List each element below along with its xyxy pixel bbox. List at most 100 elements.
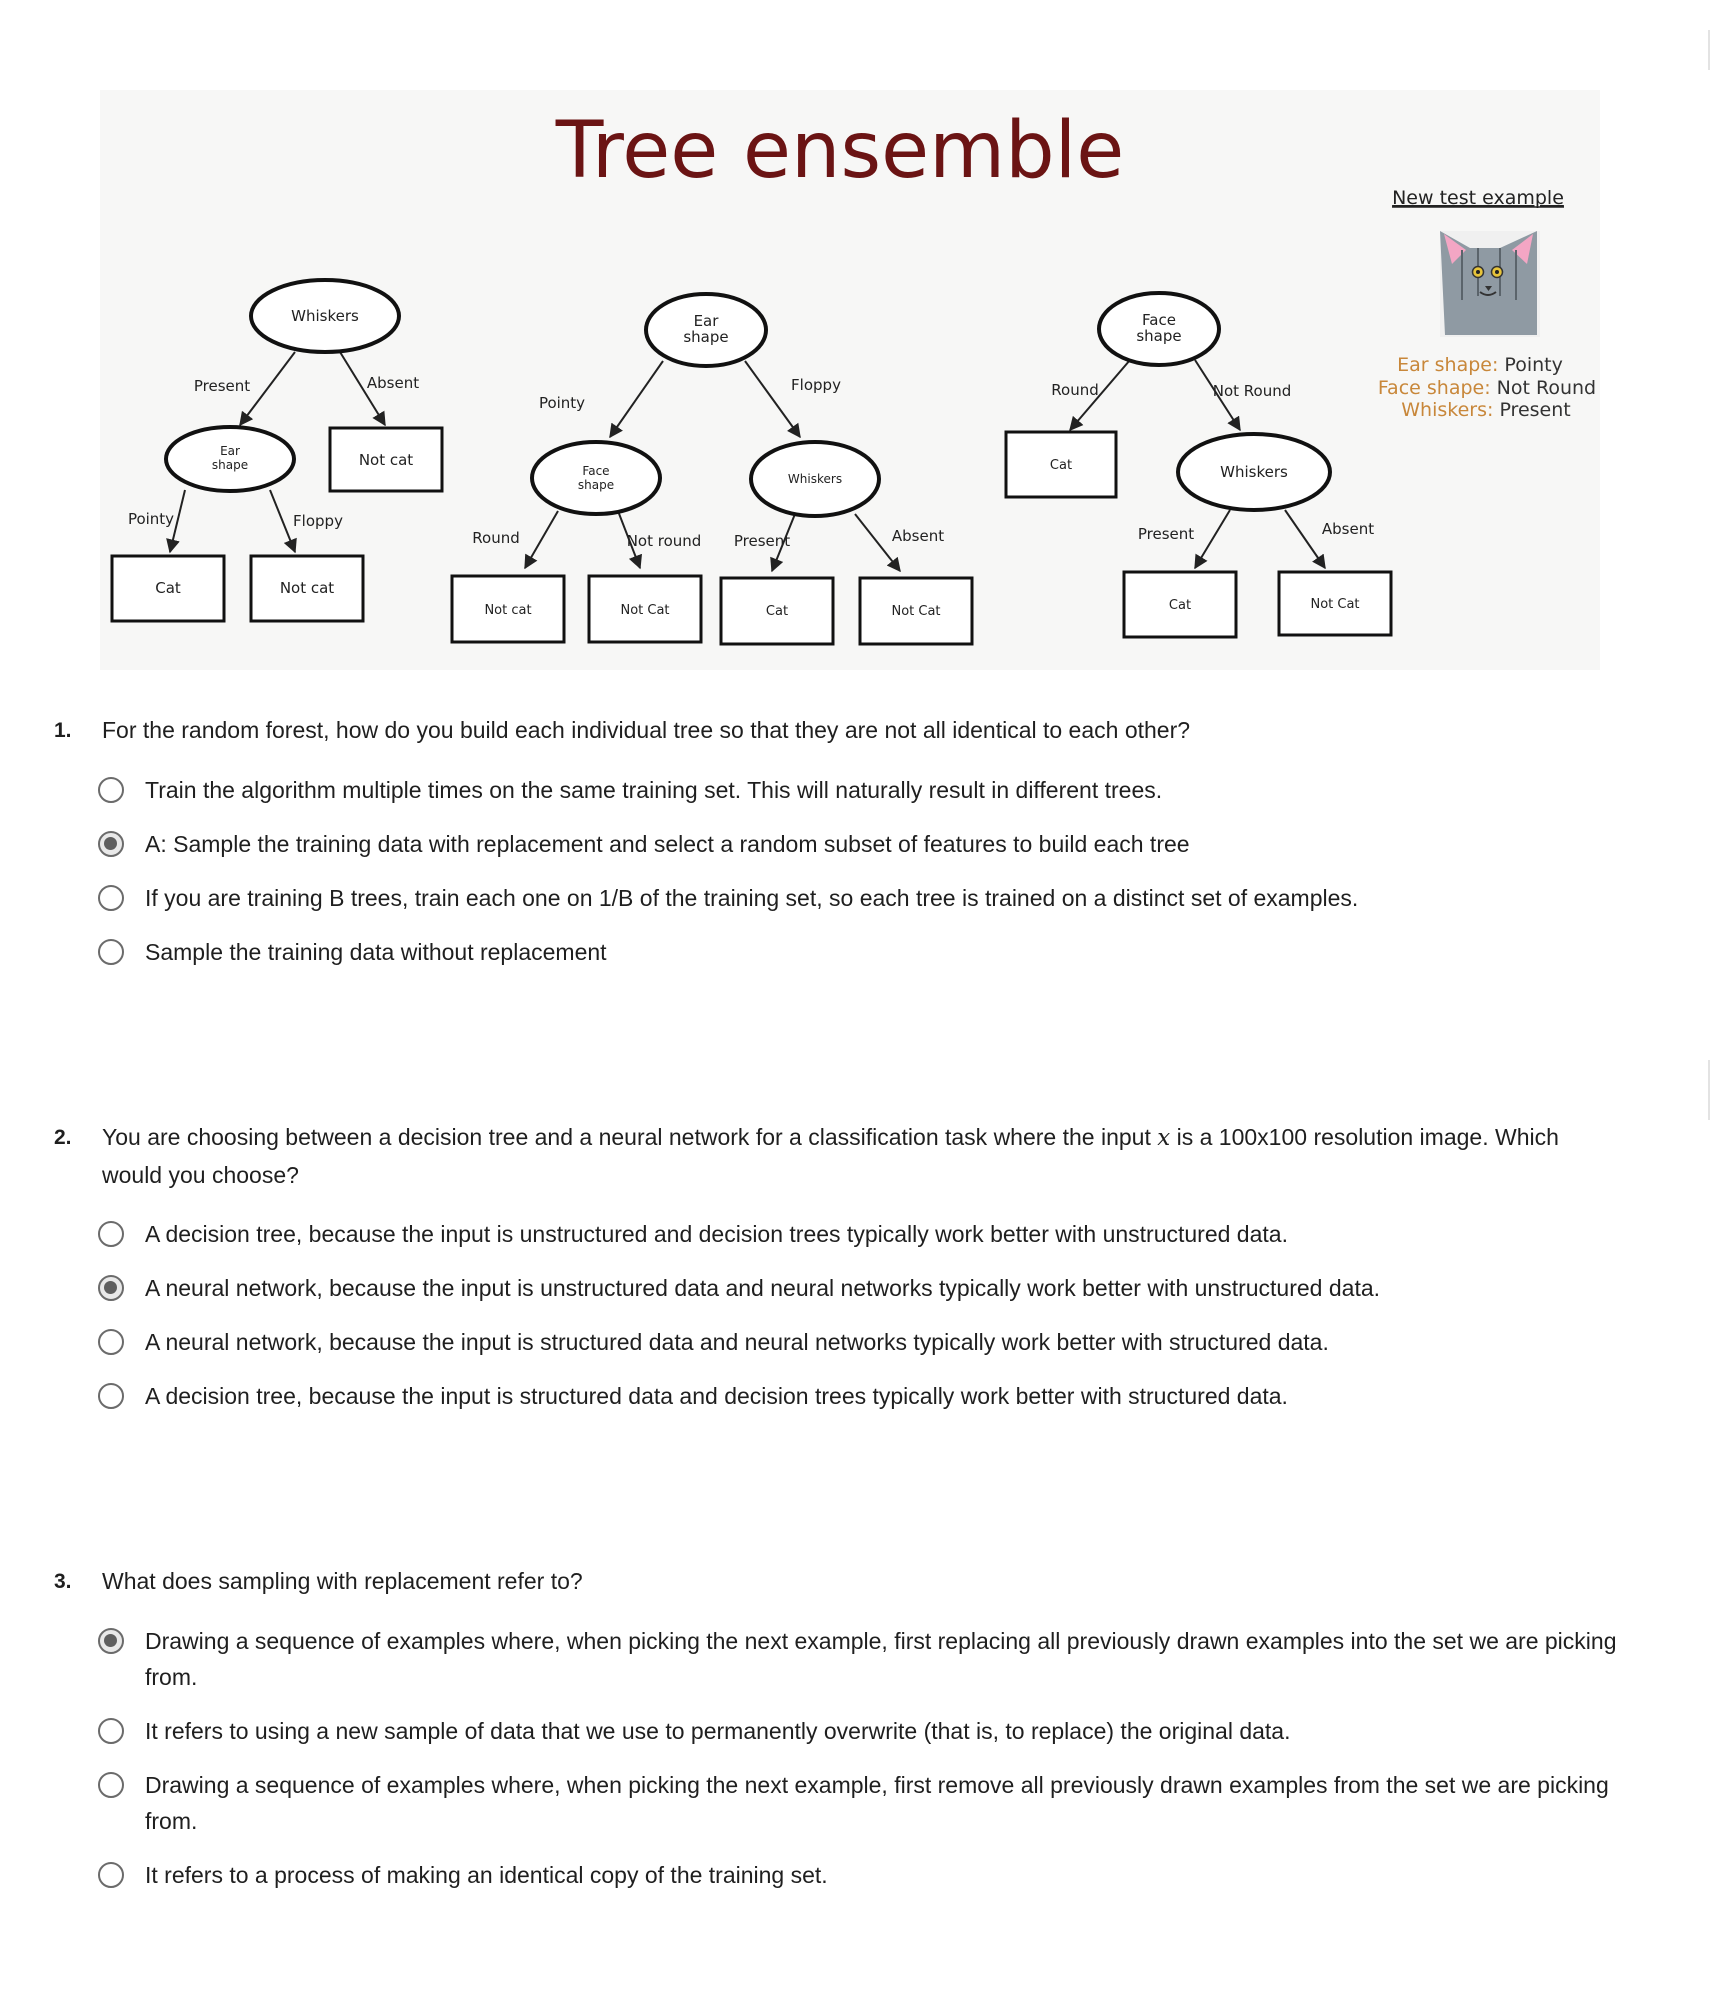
tree1-right-leaf-label: Not cat: [359, 451, 413, 469]
option-label: A decision tree, because the input is st…: [145, 1383, 1288, 1409]
tree3-root-node: [1097, 291, 1221, 367]
figure-title: Tree ensemble: [555, 106, 1125, 196]
feature-value-face: Not Round: [1497, 377, 1596, 399]
tree1-root-label: Whiskers: [291, 307, 359, 325]
cat-illustration-icon: [1440, 231, 1540, 337]
radio-button-selected[interactable]: [98, 831, 124, 857]
radio-button[interactable]: [98, 1329, 124, 1355]
option-label: Drawing a sequence of examples where, wh…: [145, 1772, 1609, 1834]
tree2-right-node-label: Whiskers: [788, 472, 842, 486]
tree3-cat-leaf: [1004, 430, 1118, 499]
tree2-left-node-right-branch: Not round: [627, 532, 702, 550]
radio-button-selected[interactable]: [98, 1628, 124, 1654]
tree1-left-branch: Present: [194, 377, 250, 395]
scrollbar-edge: [1708, 30, 1710, 70]
tree2-left-branch: Pointy: [539, 394, 585, 412]
radio-button[interactable]: [98, 1718, 124, 1744]
tree2-leaf-3: [719, 576, 835, 646]
option-label: A: Sample the training data with replace…: [145, 831, 1190, 857]
radio-button-selected[interactable]: [98, 1275, 124, 1301]
radio-button[interactable]: [98, 939, 124, 965]
radio-button[interactable]: [98, 1772, 124, 1798]
question-number: 1.: [54, 719, 72, 742]
question-text-part: You are choosing between a decision tree…: [102, 1124, 1158, 1150]
feature-name-ear: Ear shape:: [1397, 354, 1498, 376]
tree2-leaf-2-label: Not Cat: [620, 603, 669, 618]
tree3-right-node: [1176, 432, 1332, 512]
option-label: A decision tree, because the input is un…: [145, 1221, 1288, 1247]
feature-line-face: Face shape: Not Round: [1378, 377, 1596, 399]
option-label: A neural network, because the input is s…: [145, 1329, 1329, 1355]
tree1-cat-leaf: [110, 554, 226, 623]
tree3-right-node-left-branch: Present: [1138, 525, 1194, 543]
tree3-cat-leaf-2-label: Cat: [1169, 598, 1191, 613]
tree1-right-leaf: [328, 426, 444, 493]
test-example-panel: New test example Ear shape: P: [1378, 187, 1596, 421]
tree-ensemble-figure: Tree ensemble Whiskers Present Absent No…: [0, 0, 1710, 680]
tree2-right-node-left-branch: Present: [734, 532, 790, 550]
tree2-right-node: [749, 440, 881, 518]
tree2-root-node: [644, 292, 768, 368]
tree1-left-node: [164, 425, 296, 493]
tree3-cat-leaf-label: Cat: [1050, 458, 1072, 473]
feature-value-ear: Pointy: [1504, 354, 1562, 376]
option-label: Train the algorithm multiple times on th…: [145, 777, 1163, 803]
tree3-right-node-label: Whiskers: [1220, 463, 1288, 481]
question-number: 2.: [54, 1126, 72, 1149]
tree2-leaf-1-label: Not cat: [484, 603, 531, 618]
option-label: A neural network, because the input is u…: [145, 1275, 1381, 1301]
tree-diagram: Tree ensemble Whiskers Present Absent No…: [110, 106, 1596, 646]
radio-button[interactable]: [98, 1383, 124, 1409]
scrollbar-edge-2: [1708, 1060, 1710, 1120]
radio-button[interactable]: [98, 885, 124, 911]
option-label: It refers to using a new sample of data …: [145, 1718, 1291, 1744]
tree2-leaf-4: [858, 576, 974, 646]
option-label: If you are training B trees, train each …: [145, 885, 1359, 911]
feature-value-whiskers: Present: [1499, 399, 1570, 421]
tree3-not-cat-leaf: [1277, 570, 1393, 637]
feature-name-face: Face shape:: [1378, 377, 1491, 399]
tree1-not-cat-leaf-label: Not cat: [280, 579, 334, 597]
radio-button[interactable]: [98, 777, 124, 803]
tree2-right-branch: Floppy: [791, 376, 841, 394]
math-variable: x: [1157, 1125, 1171, 1151]
tree2-right-node-right-branch: Absent: [892, 527, 944, 545]
question-text: What does sampling with replacement refe…: [102, 1568, 583, 1594]
option-label: It refers to a process of making an iden…: [145, 1862, 828, 1888]
test-example-heading: New test example: [1392, 187, 1564, 209]
tree2-left-node-left-branch: Round: [472, 529, 519, 547]
tree2-left-node: [530, 440, 662, 516]
tree3-not-cat-leaf-label: Not Cat: [1310, 597, 1359, 612]
question-text: You are choosing between a decision tree…: [102, 1119, 1602, 1194]
tree2-leaf-3-label: Cat: [766, 604, 788, 619]
tree1-not-cat-leaf: [249, 554, 365, 623]
tree1-left-node-left-branch: Pointy: [128, 510, 174, 528]
option-label: Drawing a sequence of examples where, wh…: [145, 1628, 1617, 1690]
tree2-leaf-4-label: Not Cat: [891, 604, 940, 619]
question-number: 3.: [54, 1570, 72, 1593]
tree3-right-branch: Not Round: [1213, 382, 1292, 400]
option-label: Sample the training data without replace…: [145, 939, 607, 965]
radio-button[interactable]: [98, 1862, 124, 1888]
radio-button[interactable]: [98, 1221, 124, 1247]
tree1-root-node: [249, 278, 401, 354]
feature-line-ear: Ear shape: Pointy: [1397, 354, 1563, 376]
question-text: For the random forest, how do you build …: [102, 717, 1191, 743]
tree1-left-node-right-branch: Floppy: [293, 512, 343, 530]
tree2-leaf-2: [587, 574, 703, 644]
tree3-cat-leaf-2: [1122, 570, 1238, 639]
tree3-left-branch: Round: [1051, 381, 1098, 399]
question-text-part: is a 100x100 resolution image. Which wou…: [102, 1124, 1559, 1188]
tree3-right-node-right-branch: Absent: [1322, 520, 1374, 538]
tree1-right-branch: Absent: [367, 374, 419, 392]
tree2-leaf-1: [450, 574, 566, 644]
tree1-cat-leaf-label: Cat: [155, 579, 181, 597]
feature-name-whiskers: Whiskers:: [1401, 399, 1493, 421]
